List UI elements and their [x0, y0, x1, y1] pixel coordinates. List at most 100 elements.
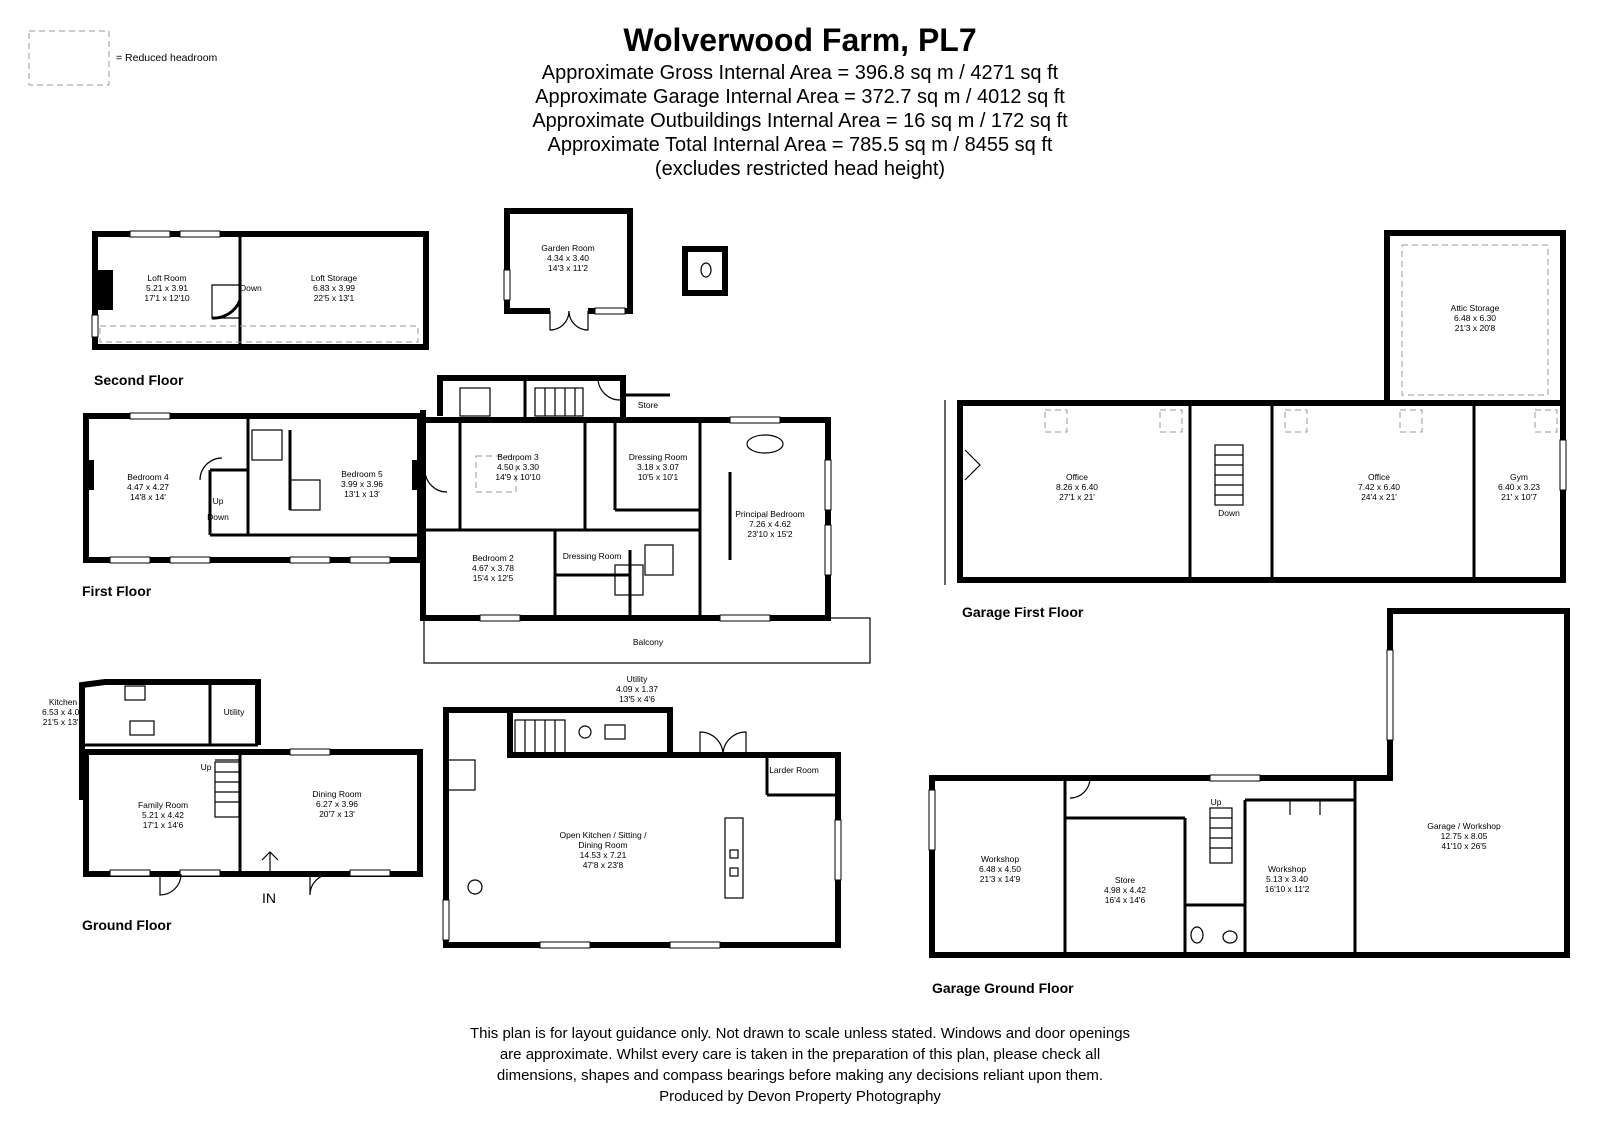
- room-name: Garden Room: [541, 243, 594, 253]
- room-imperial: 10'5 x 10'1: [638, 472, 679, 482]
- room-name: Loft Storage: [311, 273, 358, 283]
- room-imperial: 21'3 x 20'8: [1455, 323, 1496, 333]
- room-imperial: 27'1 x 21': [1059, 492, 1095, 502]
- room-name: Balcony: [633, 637, 664, 647]
- first-floor-plan: Bedroom 4 4.47 x 4.27 14'8 x 14' Bedroom…: [82, 375, 871, 664]
- room-name: Gym: [1510, 472, 1528, 482]
- ground-floor-label: Ground Floor: [82, 917, 172, 933]
- room-name: Utility: [627, 674, 649, 684]
- room-name: Principal Bedroom: [735, 509, 804, 519]
- disclaimer-line: dimensions, shapes and compass bearings …: [497, 1067, 1103, 1084]
- room-imperial: 41'10 x 26'5: [1441, 841, 1487, 851]
- room-metric: 5.21 x 4.42: [142, 810, 184, 820]
- room-name: Attic Storage: [1451, 303, 1500, 313]
- room-name: Bedroom 3: [497, 452, 539, 462]
- room-metric: 6.83 x 3.99: [313, 283, 355, 293]
- room-name: Office: [1066, 472, 1088, 482]
- garage-ground-floor-label: Garage Ground Floor: [932, 980, 1074, 996]
- room-metric: 6.48 x 6.30: [1454, 313, 1496, 323]
- ground-floor-plan: Kitchen 6.53 x 4.01 21'5 x 13'2 Utility …: [42, 674, 842, 949]
- room-metric: 14.53 x 7.21: [580, 850, 627, 860]
- disclaimer-line: are approximate. Whilst every care is ta…: [500, 1046, 1100, 1063]
- first-floor-label: First Floor: [82, 583, 152, 599]
- room-metric: 5.13 x 3.40: [1266, 874, 1308, 884]
- room-imperial: 17'1 x 14'6: [143, 820, 184, 830]
- garden-room-plan: Garden Room 4.34 x 3.40 14'3 x 11'2: [503, 208, 633, 331]
- room-imperial: 14'3 x 11'2: [548, 263, 588, 273]
- room-metric: 7.42 x 6.40: [1358, 482, 1400, 492]
- stairs-down-label: Down: [1218, 508, 1240, 518]
- area-note-line: (excludes restricted head height): [655, 158, 945, 180]
- room-metric: 4.47 x 4.27: [127, 482, 169, 492]
- room-imperial: 24'4 x 21': [1361, 492, 1397, 502]
- room-imperial: 15'4 x 12'5: [473, 573, 514, 583]
- room-name: Bedroom 5: [341, 469, 383, 479]
- room-name: Loft Room: [147, 273, 186, 283]
- room-imperial: 13'5 x 4'6: [619, 694, 655, 704]
- room-name: Garage / Workshop: [1427, 821, 1501, 831]
- second-floor-plan: Loft Room 5.21 x 3.91 17'1 x 12'10 Loft …: [91, 230, 429, 388]
- room-metric: 4.67 x 3.78: [472, 563, 514, 573]
- room-metric: 4.34 x 3.40: [547, 253, 589, 263]
- room-metric: 4.50 x 3.30: [497, 462, 539, 472]
- garage-first-floor-label: Garage First Floor: [962, 604, 1084, 620]
- room-metric: 6.53 x 4.01: [42, 707, 84, 717]
- room-name: Larder Room: [769, 765, 819, 775]
- room-imperial: 16'10 x 11'2: [1265, 884, 1310, 894]
- entrance-label: IN: [262, 890, 276, 906]
- room-name: Dressing Room: [563, 551, 622, 561]
- room-name: Dining Room: [312, 789, 361, 799]
- room-metric: 12.75 x 8.05: [1441, 831, 1488, 841]
- room-name: Bedroom 4: [127, 472, 169, 482]
- room-metric: 7.26 x 4.62: [749, 519, 791, 529]
- room-imperial: 14'9 x 10'10: [495, 472, 541, 482]
- room-name: Dressing Room: [629, 452, 688, 462]
- room-metric: 4.09 x 1.37: [616, 684, 658, 694]
- total-area-line: Approximate Total Internal Area = 785.5 …: [548, 134, 1053, 156]
- room-name: Kitchen: [49, 697, 78, 707]
- stairs-up-label: Up: [213, 496, 224, 506]
- outbuilding-wc-plan: [682, 246, 728, 296]
- garage-first-floor-plan: Attic Storage 6.48 x 6.30 21'3 x 20'8 Of…: [944, 230, 1567, 620]
- plan-title: Wolverwood Farm, PL7: [623, 22, 976, 58]
- room-name: Bedroom 2: [472, 553, 514, 563]
- room-imperial: 22'5 x 13'1: [314, 293, 355, 303]
- stairs-up-label: Up: [1211, 797, 1222, 807]
- room-metric: 3.18 x 3.07: [637, 462, 679, 472]
- room-name: Open Kitchen / Sitting /: [560, 830, 648, 840]
- room-name: Store: [638, 400, 659, 410]
- credit-line: Produced by Devon Property Photography: [659, 1088, 941, 1105]
- room-name: Family Room: [138, 800, 188, 810]
- room-name: Utility: [224, 707, 246, 717]
- stairs-up-label: Up: [201, 762, 212, 772]
- second-floor-label: Second Floor: [94, 372, 184, 388]
- room-name: Workshop: [1268, 864, 1306, 874]
- reduced-headroom-swatch: [28, 30, 110, 86]
- outbuildings-area-line: Approximate Outbuildings Internal Area =…: [532, 110, 1068, 132]
- garage-area-line: Approximate Garage Internal Area = 372.7…: [535, 86, 1065, 108]
- room-name: Office: [1368, 472, 1390, 482]
- gross-area-line: Approximate Gross Internal Area = 396.8 …: [542, 62, 1059, 84]
- room-imperial: 21'3 x 14'9: [980, 874, 1021, 884]
- stairs-down-label: Down: [207, 512, 229, 522]
- room-name: Store: [1115, 875, 1136, 885]
- room-imperial: 23'10 x 15'2: [747, 529, 793, 539]
- room-metric: 6.40 x 3.23: [1498, 482, 1540, 492]
- room-name: Workshop: [981, 854, 1019, 864]
- room-metric: 5.21 x 3.91: [146, 283, 188, 293]
- garage-ground-floor-plan: Workshop 6.48 x 4.50 21'3 x 14'9 Store 4…: [928, 608, 1570, 996]
- room-imperial: 14'8 x 14': [130, 492, 166, 502]
- room-metric: 6.27 x 3.96: [316, 799, 358, 809]
- reduced-headroom-legend: = Reduced headroom: [116, 52, 218, 64]
- room-imperial: 47'8 x 23'8: [583, 860, 624, 870]
- room-imperial: 21' x 10'7: [1501, 492, 1537, 502]
- room-imperial: 21'5 x 13'2: [43, 717, 84, 727]
- room-name: Dining Room: [578, 840, 627, 850]
- room-imperial: 17'1 x 12'10: [144, 293, 190, 303]
- room-imperial: 13'1 x 13': [344, 489, 380, 499]
- room-metric: 6.48 x 4.50: [979, 864, 1021, 874]
- stairs-down-label: Down: [240, 283, 262, 293]
- disclaimer-line: This plan is for layout guidance only. N…: [470, 1025, 1130, 1042]
- room-metric: 4.98 x 4.42: [1104, 885, 1146, 895]
